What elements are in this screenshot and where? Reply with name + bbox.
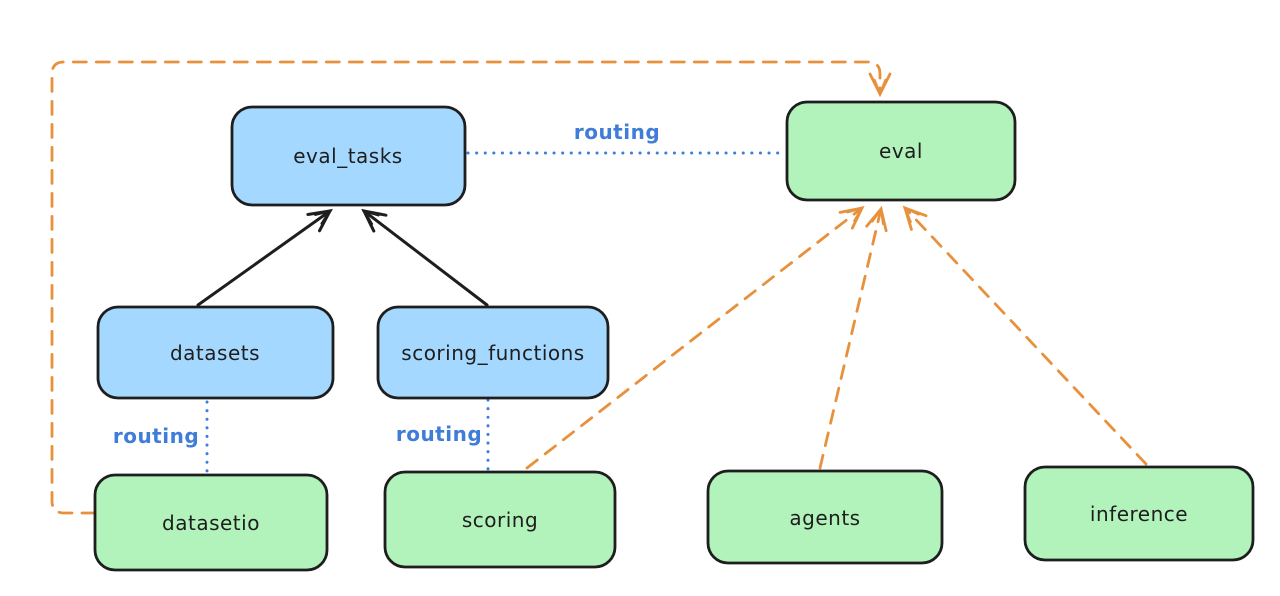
node-scoring: scoring	[383, 470, 617, 569]
edge-inference-to-eval	[902, 205, 1148, 466]
node-datasets-label: datasets	[170, 341, 260, 365]
node-scoring-functions-box	[376, 305, 610, 400]
node-scoring-functions-label: scoring_functions	[401, 341, 584, 365]
edge-agents-to-eval	[818, 205, 888, 470]
edge-label-routing-datasetio: routing	[113, 424, 199, 448]
edge-scoring-functions-to-eval-tasks	[361, 208, 489, 307]
node-datasetio-box	[93, 473, 329, 572]
node-agents-label: agents	[789, 506, 860, 530]
node-datasets: datasets	[96, 305, 335, 400]
node-agents: agents	[706, 469, 944, 565]
node-datasetio: datasetio	[93, 473, 329, 572]
edge-scoring-to-eval	[525, 205, 865, 470]
node-agents-box	[706, 469, 944, 565]
node-inference-box	[1023, 465, 1255, 562]
node-eval-tasks-box	[230, 105, 467, 207]
edge-datasetio-to-eval	[50, 60, 892, 515]
edge-label-routing-scoring: routing	[396, 422, 482, 446]
node-eval-tasks: eval_tasks	[230, 105, 467, 207]
node-eval-tasks-label: eval_tasks	[293, 144, 402, 168]
node-scoring-label: scoring	[462, 508, 538, 532]
node-eval-box	[785, 100, 1017, 202]
node-eval: eval	[785, 100, 1017, 202]
node-scoring-functions: scoring_functions	[376, 305, 610, 400]
edge-label-routing-top: routing	[574, 120, 660, 144]
node-scoring-box	[383, 470, 617, 569]
node-eval-label: eval	[879, 139, 923, 163]
node-inference-label: inference	[1090, 502, 1188, 526]
edge-datasets-to-eval-tasks	[196, 208, 333, 307]
node-inference: inference	[1023, 465, 1255, 562]
node-datasetio-label: datasetio	[162, 511, 260, 535]
node-datasets-box	[96, 305, 335, 400]
